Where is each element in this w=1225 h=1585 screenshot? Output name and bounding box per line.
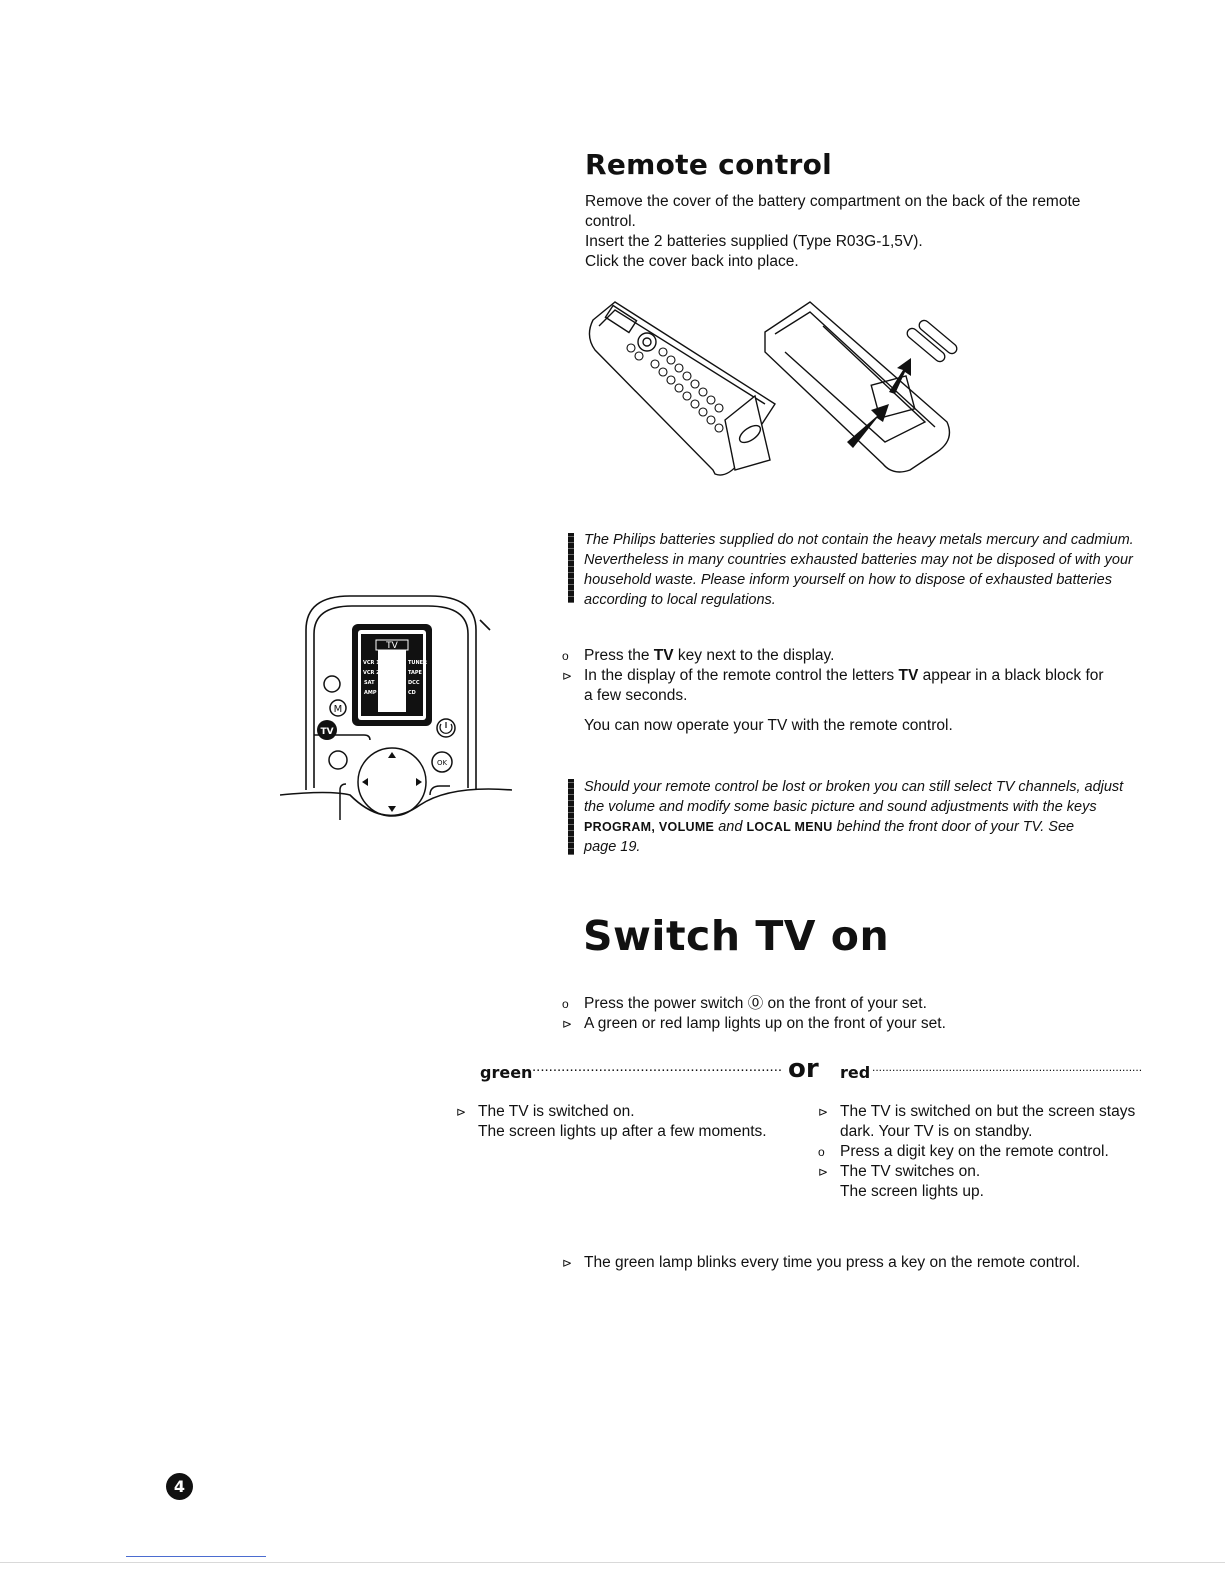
display-right-item: CD: [408, 690, 416, 696]
m-button-label: M: [334, 704, 343, 715]
battery-insertion-illustration: [588, 301, 958, 476]
green-column: ⊳ The TV is switched on. The screen ligh…: [456, 1103, 767, 1140]
action-marker: o: [562, 997, 569, 1011]
action-marker: o: [562, 649, 569, 663]
operate-text: You can now operate your TV with the rem…: [584, 717, 953, 734]
blink-note: ⊳ The green lamp blinks every time you p…: [562, 1254, 1081, 1271]
display-right-item: DCC: [408, 680, 420, 686]
key-tv: TV: [898, 667, 919, 684]
green-dot-leader: ........................................…: [532, 1058, 782, 1075]
switch-steps: o Press the power switch ⓪ on the front …: [562, 994, 1162, 1034]
step-press-power: o Press the power switch ⓪ on the front …: [562, 995, 927, 1012]
display-right-item: TUNER: [408, 660, 427, 666]
step-press-tv: o Press the TV key next to the display.: [562, 647, 835, 664]
lost-remote-note: Should your remote control be lost or br…: [584, 779, 1124, 855]
note-bar: [568, 779, 574, 855]
note-line: household waste. Please inform yourself …: [584, 572, 1112, 588]
or-label: or: [788, 1054, 819, 1084]
green-label: green: [480, 1063, 533, 1082]
result-marker: ⊳: [562, 1256, 573, 1270]
tv-button-icon: [317, 720, 337, 740]
switch-tv-on-heading: Switch TV on: [583, 912, 890, 960]
display-left-item: VCR 2: [363, 670, 380, 676]
result-marker: ⊳: [562, 1017, 573, 1031]
result-marker: ⊳: [562, 669, 573, 683]
intro-line: Remove the cover of the battery compartm…: [585, 193, 1081, 210]
display-left-item: VCR 1: [363, 660, 380, 666]
intro-line: Insert the 2 batteries supplied (Type R0…: [585, 233, 923, 250]
remote-display-illustration: TV VCR 1 VCR 2 SAT AMP TUNER TAPE DCC CD…: [280, 595, 512, 820]
result-marker: ⊳: [818, 1165, 829, 1179]
step-result-display: ⊳ In the display of the remote control t…: [562, 667, 1104, 704]
footer-link-line: [126, 1556, 266, 1557]
page-number: 4: [166, 1473, 193, 1500]
intro-line: control.: [585, 213, 636, 230]
remote-steps: o Press the TV key next to the display. …: [562, 646, 1162, 736]
bottom-rule: [0, 1562, 1225, 1563]
power-switch-symbol: ⓪: [747, 995, 764, 1012]
battery-note: The Philips batteries supplied do not co…: [584, 530, 1154, 610]
note-line: The Philips batteries supplied do not co…: [584, 532, 1134, 548]
power-icon: [439, 722, 453, 734]
remote-intro: Remove the cover of the battery compartm…: [585, 192, 1145, 272]
result-marker: ⊳: [818, 1105, 829, 1119]
key-local-menu: LOCAL MENU: [746, 820, 833, 834]
display-left-item: SAT: [364, 680, 375, 686]
step-lamp-result: ⊳ A green or red lamp lights up on the f…: [562, 1015, 946, 1032]
note-bar: [568, 533, 574, 603]
note-line: Nevertheless in many countries exhausted…: [584, 552, 1133, 568]
display-right-item: TAPE: [408, 670, 423, 676]
svg-text:TV: TV: [320, 727, 333, 737]
display-left-item: AMP: [364, 690, 377, 696]
note-line: according to local regulations.: [584, 592, 776, 608]
remote-control-heading: Remote control: [585, 148, 833, 181]
ok-button-label: OK: [437, 759, 448, 767]
key-tv: TV: [653, 647, 674, 664]
red-dot-leader: ........................................…: [872, 1060, 1142, 1074]
action-marker: o: [818, 1145, 825, 1159]
result-marker: ⊳: [456, 1105, 467, 1119]
red-column: ⊳ The TV is switched on but the screen s…: [818, 1103, 1136, 1200]
keys-program-volume: PROGRAM, VOLUME: [584, 820, 715, 834]
display-tv-label: TV: [385, 641, 398, 651]
intro-line: Click the cover back into place.: [585, 253, 799, 270]
red-label: red: [840, 1063, 871, 1082]
lamp-color-row: green ..................................…: [480, 1054, 1145, 1090]
